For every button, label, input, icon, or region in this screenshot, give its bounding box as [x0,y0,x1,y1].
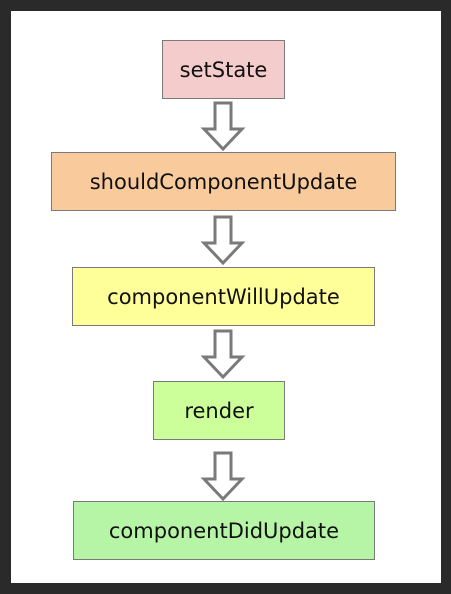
arrow-down-icon [200,451,246,501]
node-setstate: setState [162,40,285,99]
node-render-label: render [184,398,254,423]
arrow-down-icon [200,329,246,379]
arrow-down-icon [200,101,246,151]
node-render: render [153,381,285,440]
node-shouldcomponentupdate: shouldComponentUpdate [51,152,396,211]
node-componentwillupdate-label: componentWillUpdate [107,284,340,309]
node-componentwillupdate: componentWillUpdate [72,267,375,326]
diagram-canvas: setState shouldComponentUpdate component… [11,11,441,583]
arrow-down-icon [200,215,246,265]
node-setstate-label: setState [179,57,268,82]
node-shouldcomponentupdate-label: shouldComponentUpdate [89,169,358,194]
node-componentdidupdate: componentDidUpdate [73,501,375,560]
node-componentdidupdate-label: componentDidUpdate [108,518,340,543]
